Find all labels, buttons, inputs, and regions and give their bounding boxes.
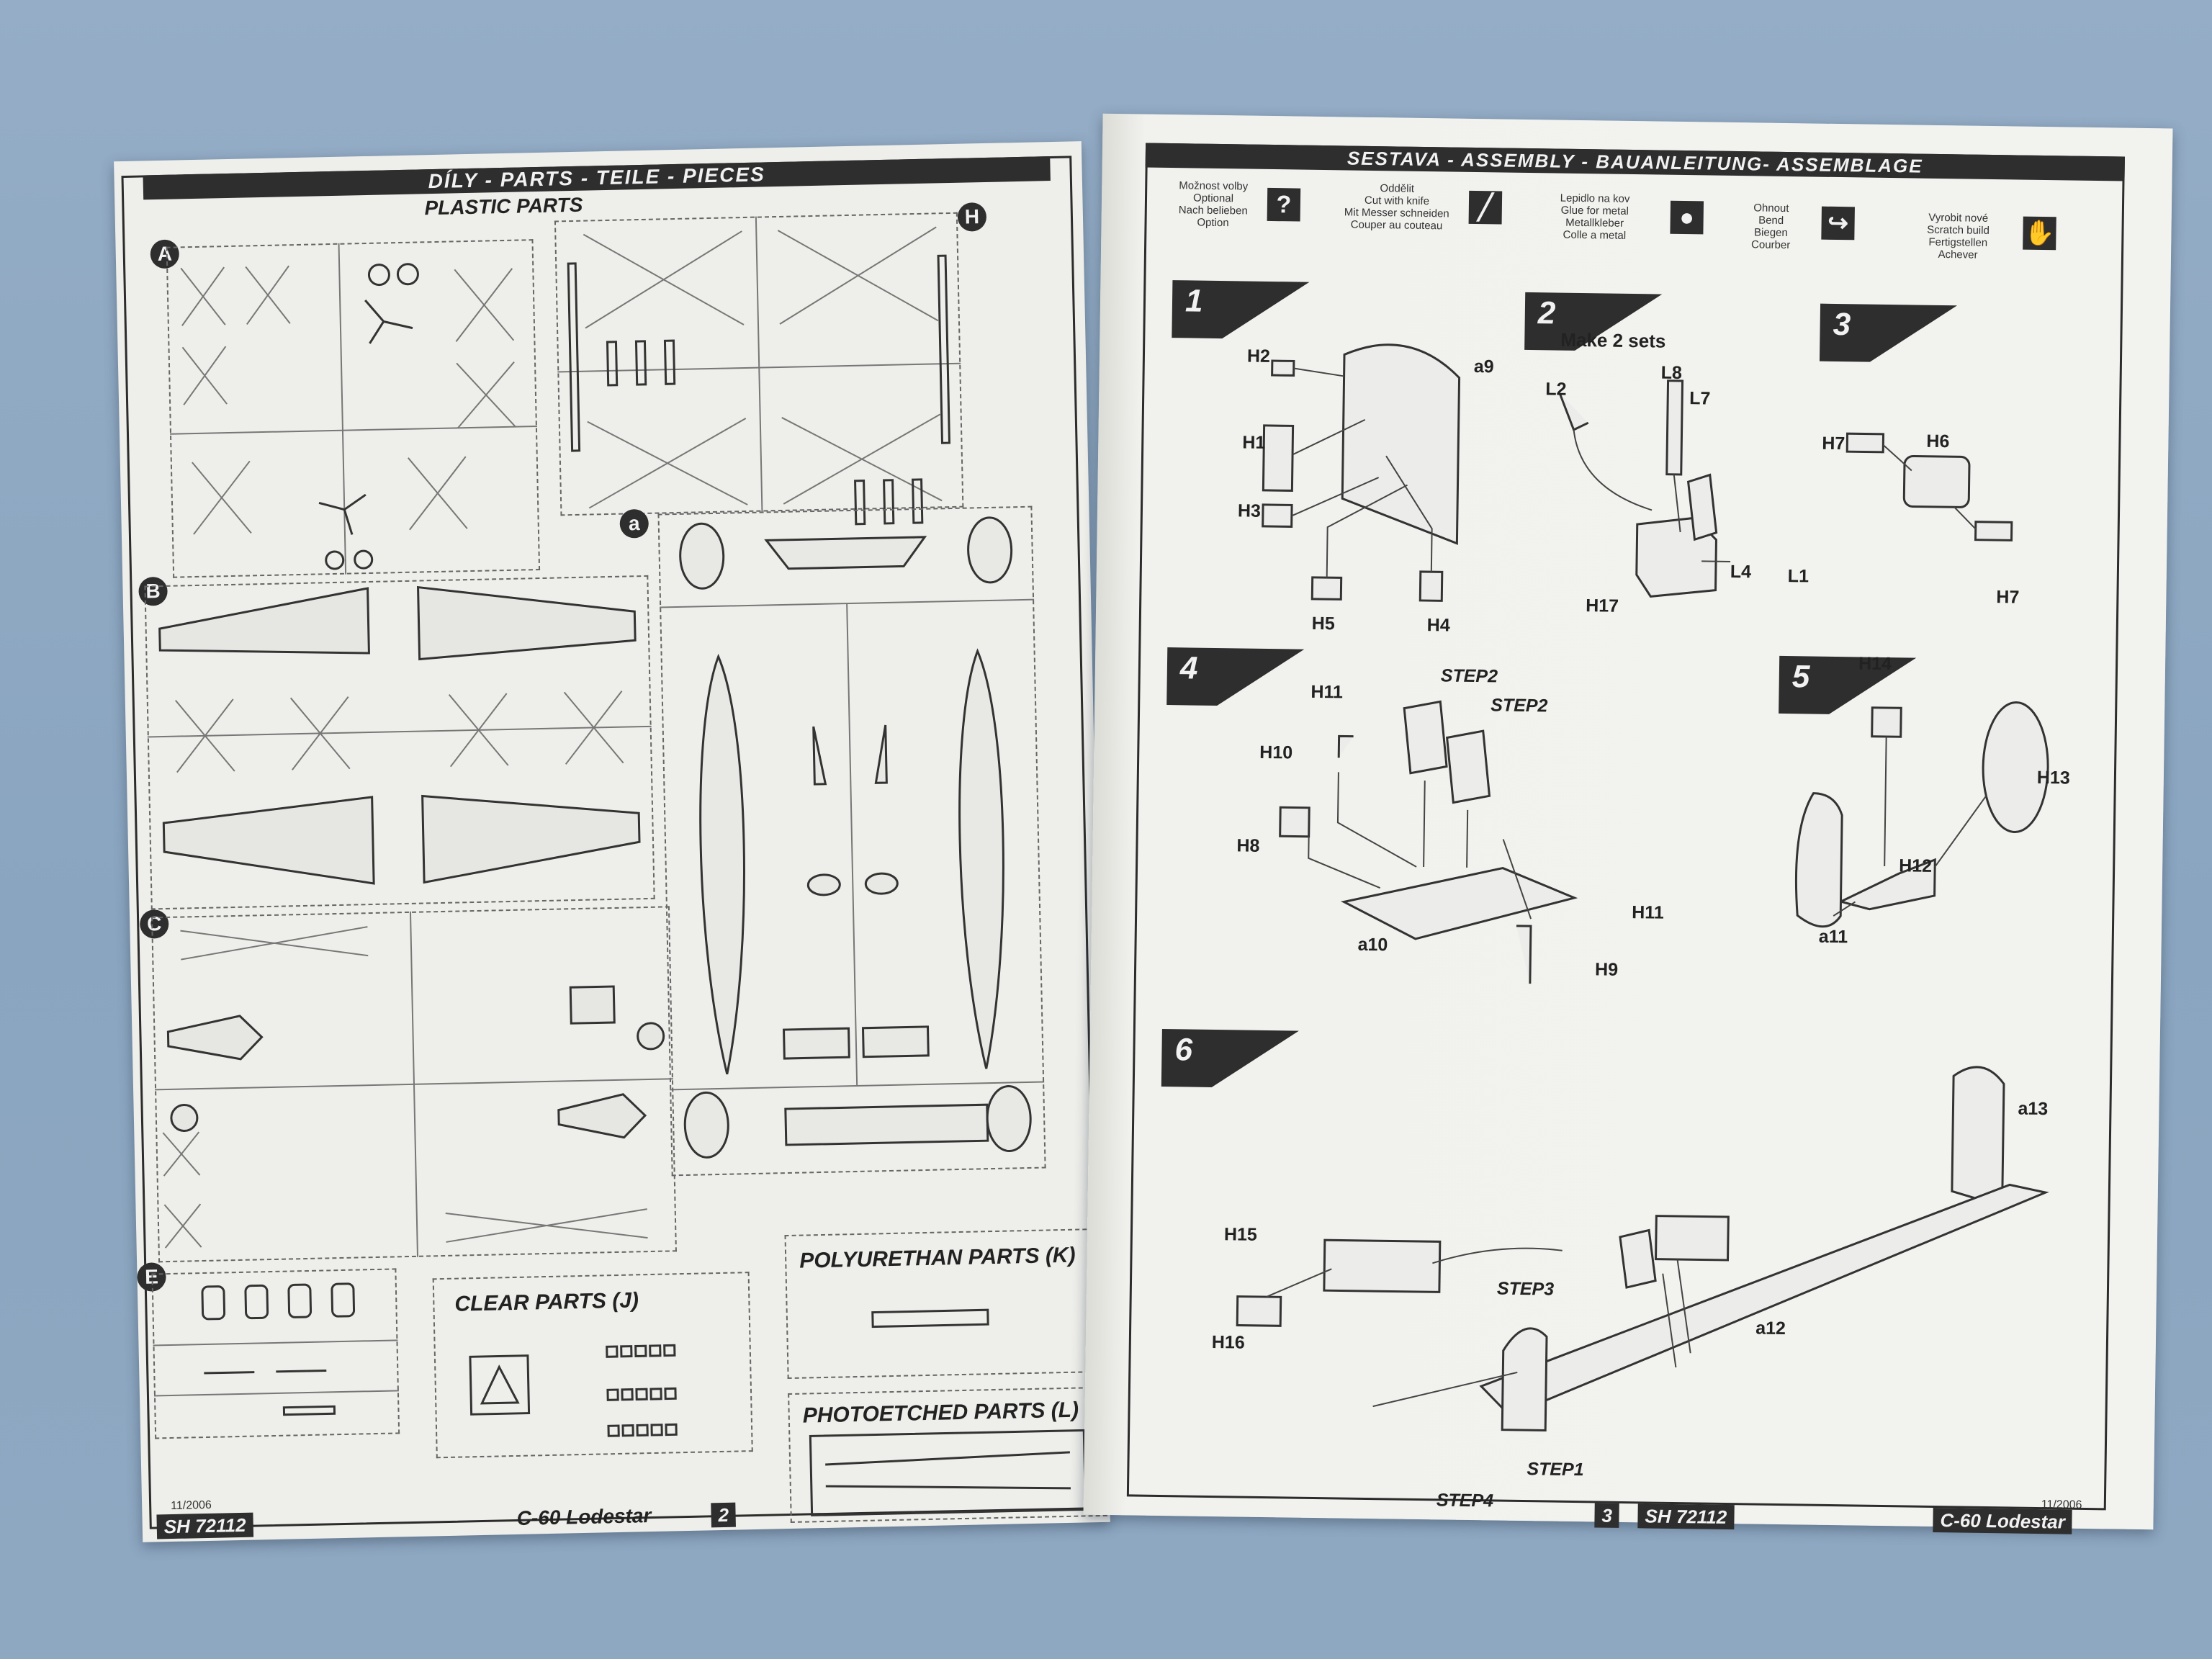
step3-drawing bbox=[1845, 432, 2013, 541]
part-h2: H2 bbox=[1246, 346, 1271, 367]
sprue-h-drawing bbox=[557, 216, 961, 526]
right-footer-code: SH 72112 bbox=[1637, 1503, 1735, 1530]
part-h1: H1 bbox=[1242, 432, 1266, 453]
sprue-e-drawing bbox=[153, 1282, 399, 1416]
step5-drawing bbox=[1794, 701, 2049, 928]
part-h7-left: H7 bbox=[1822, 433, 1845, 454]
step-flag-1 bbox=[1172, 280, 1310, 339]
part-h8: H8 bbox=[1236, 835, 1260, 856]
part-h7-right: H7 bbox=[1996, 587, 2020, 608]
clear-parts-title: CLEAR PARTS (J) bbox=[454, 1288, 639, 1316]
part-l1: L1 bbox=[1787, 566, 1809, 587]
left-page-number: 2 bbox=[711, 1502, 737, 1528]
step4-label: STEP4 bbox=[1436, 1490, 1494, 1511]
photoetched-fret-drawing bbox=[809, 1429, 1087, 1516]
part-a12: a12 bbox=[1755, 1318, 1786, 1339]
part-h14: H14 bbox=[1858, 653, 1892, 675]
sprue-a-drawing bbox=[169, 243, 537, 575]
plastic-parts-title: PLASTIC PARTS bbox=[424, 193, 583, 220]
part-h9: H9 bbox=[1594, 959, 1619, 980]
polyurethan-parts-drawing bbox=[871, 1308, 989, 1328]
question-icon: ? bbox=[1267, 187, 1301, 222]
part-l4: L4 bbox=[1730, 561, 1752, 583]
step4-drawing bbox=[1279, 700, 1578, 984]
part-h10: H10 bbox=[1259, 742, 1293, 763]
part-h11-top: H11 bbox=[1310, 681, 1344, 703]
part-l8: L8 bbox=[1660, 362, 1683, 383]
sprue-c-drawing bbox=[155, 911, 673, 1257]
part-h16: H16 bbox=[1211, 1331, 1245, 1353]
step6-drawing bbox=[1236, 1066, 2049, 1432]
part-h15: H15 bbox=[1223, 1224, 1258, 1245]
sprue-a-fuselage-drawing bbox=[660, 516, 1045, 1159]
glue-icon: ● bbox=[1670, 200, 1704, 235]
step-flag-2 bbox=[1524, 292, 1663, 351]
step-flag-6 bbox=[1161, 1028, 1299, 1087]
step-number-3: 3 bbox=[1833, 306, 1851, 343]
step2-label-right: STEP2 bbox=[1491, 695, 1548, 716]
step-number-6: 6 bbox=[1174, 1032, 1193, 1068]
bend-icon: ↪ bbox=[1821, 206, 1855, 240]
step2-label-left: STEP2 bbox=[1440, 665, 1498, 687]
left-footer-title: C-60 Lodestar bbox=[516, 1504, 652, 1529]
step-flag-4 bbox=[1166, 647, 1305, 706]
sprue-b-drawing bbox=[147, 585, 652, 885]
part-l7: L7 bbox=[1689, 388, 1711, 409]
part-a13: a13 bbox=[2018, 1098, 2049, 1120]
left-footer-code: SH 72112 bbox=[156, 1512, 253, 1539]
part-h3: H3 bbox=[1237, 500, 1262, 521]
part-h11-bottom: H11 bbox=[1632, 902, 1664, 923]
part-h12: H12 bbox=[1898, 855, 1933, 876]
part-a10: a10 bbox=[1357, 934, 1388, 956]
part-h6: H6 bbox=[1926, 431, 1950, 452]
part-h17: H17 bbox=[1585, 595, 1619, 616]
step2-drawing bbox=[1558, 379, 1731, 598]
part-a11: a11 bbox=[1818, 926, 1848, 948]
step-flag-5 bbox=[1779, 655, 1917, 714]
part-h5: H5 bbox=[1311, 613, 1335, 634]
left-page: DÍLY - PARTS - TEILE - PIECES PLASTIC PA… bbox=[114, 141, 1110, 1542]
right-footer-title: C-60 Lodestar bbox=[1933, 1508, 2073, 1534]
step2-note: Make 2 sets bbox=[1560, 328, 1666, 352]
step-number-2: 2 bbox=[1537, 295, 1556, 331]
step1-drawing bbox=[1262, 343, 1461, 602]
step-flag-3 bbox=[1819, 303, 1958, 362]
right-page-number: 3 bbox=[1594, 1503, 1620, 1528]
step-number-1: 1 bbox=[1184, 283, 1203, 319]
part-h4: H4 bbox=[1426, 615, 1450, 636]
right-page: SESTAVA - ASSEMBLY - BAUANLEITUNG- ASSEM… bbox=[1083, 113, 2173, 1534]
part-a9: a9 bbox=[1473, 356, 1494, 377]
step-number-4: 4 bbox=[1179, 650, 1198, 686]
step3-label: STEP3 bbox=[1496, 1278, 1555, 1300]
clear-parts-drawing bbox=[469, 1344, 678, 1437]
knife-icon: ╱ bbox=[1468, 190, 1503, 225]
part-l2: L2 bbox=[1545, 379, 1567, 400]
left-date: 11/2006 bbox=[171, 1498, 212, 1513]
part-h13: H13 bbox=[2036, 767, 2070, 788]
step1-label: STEP1 bbox=[1527, 1459, 1584, 1480]
hand-icon: ✋ bbox=[2023, 216, 2056, 251]
